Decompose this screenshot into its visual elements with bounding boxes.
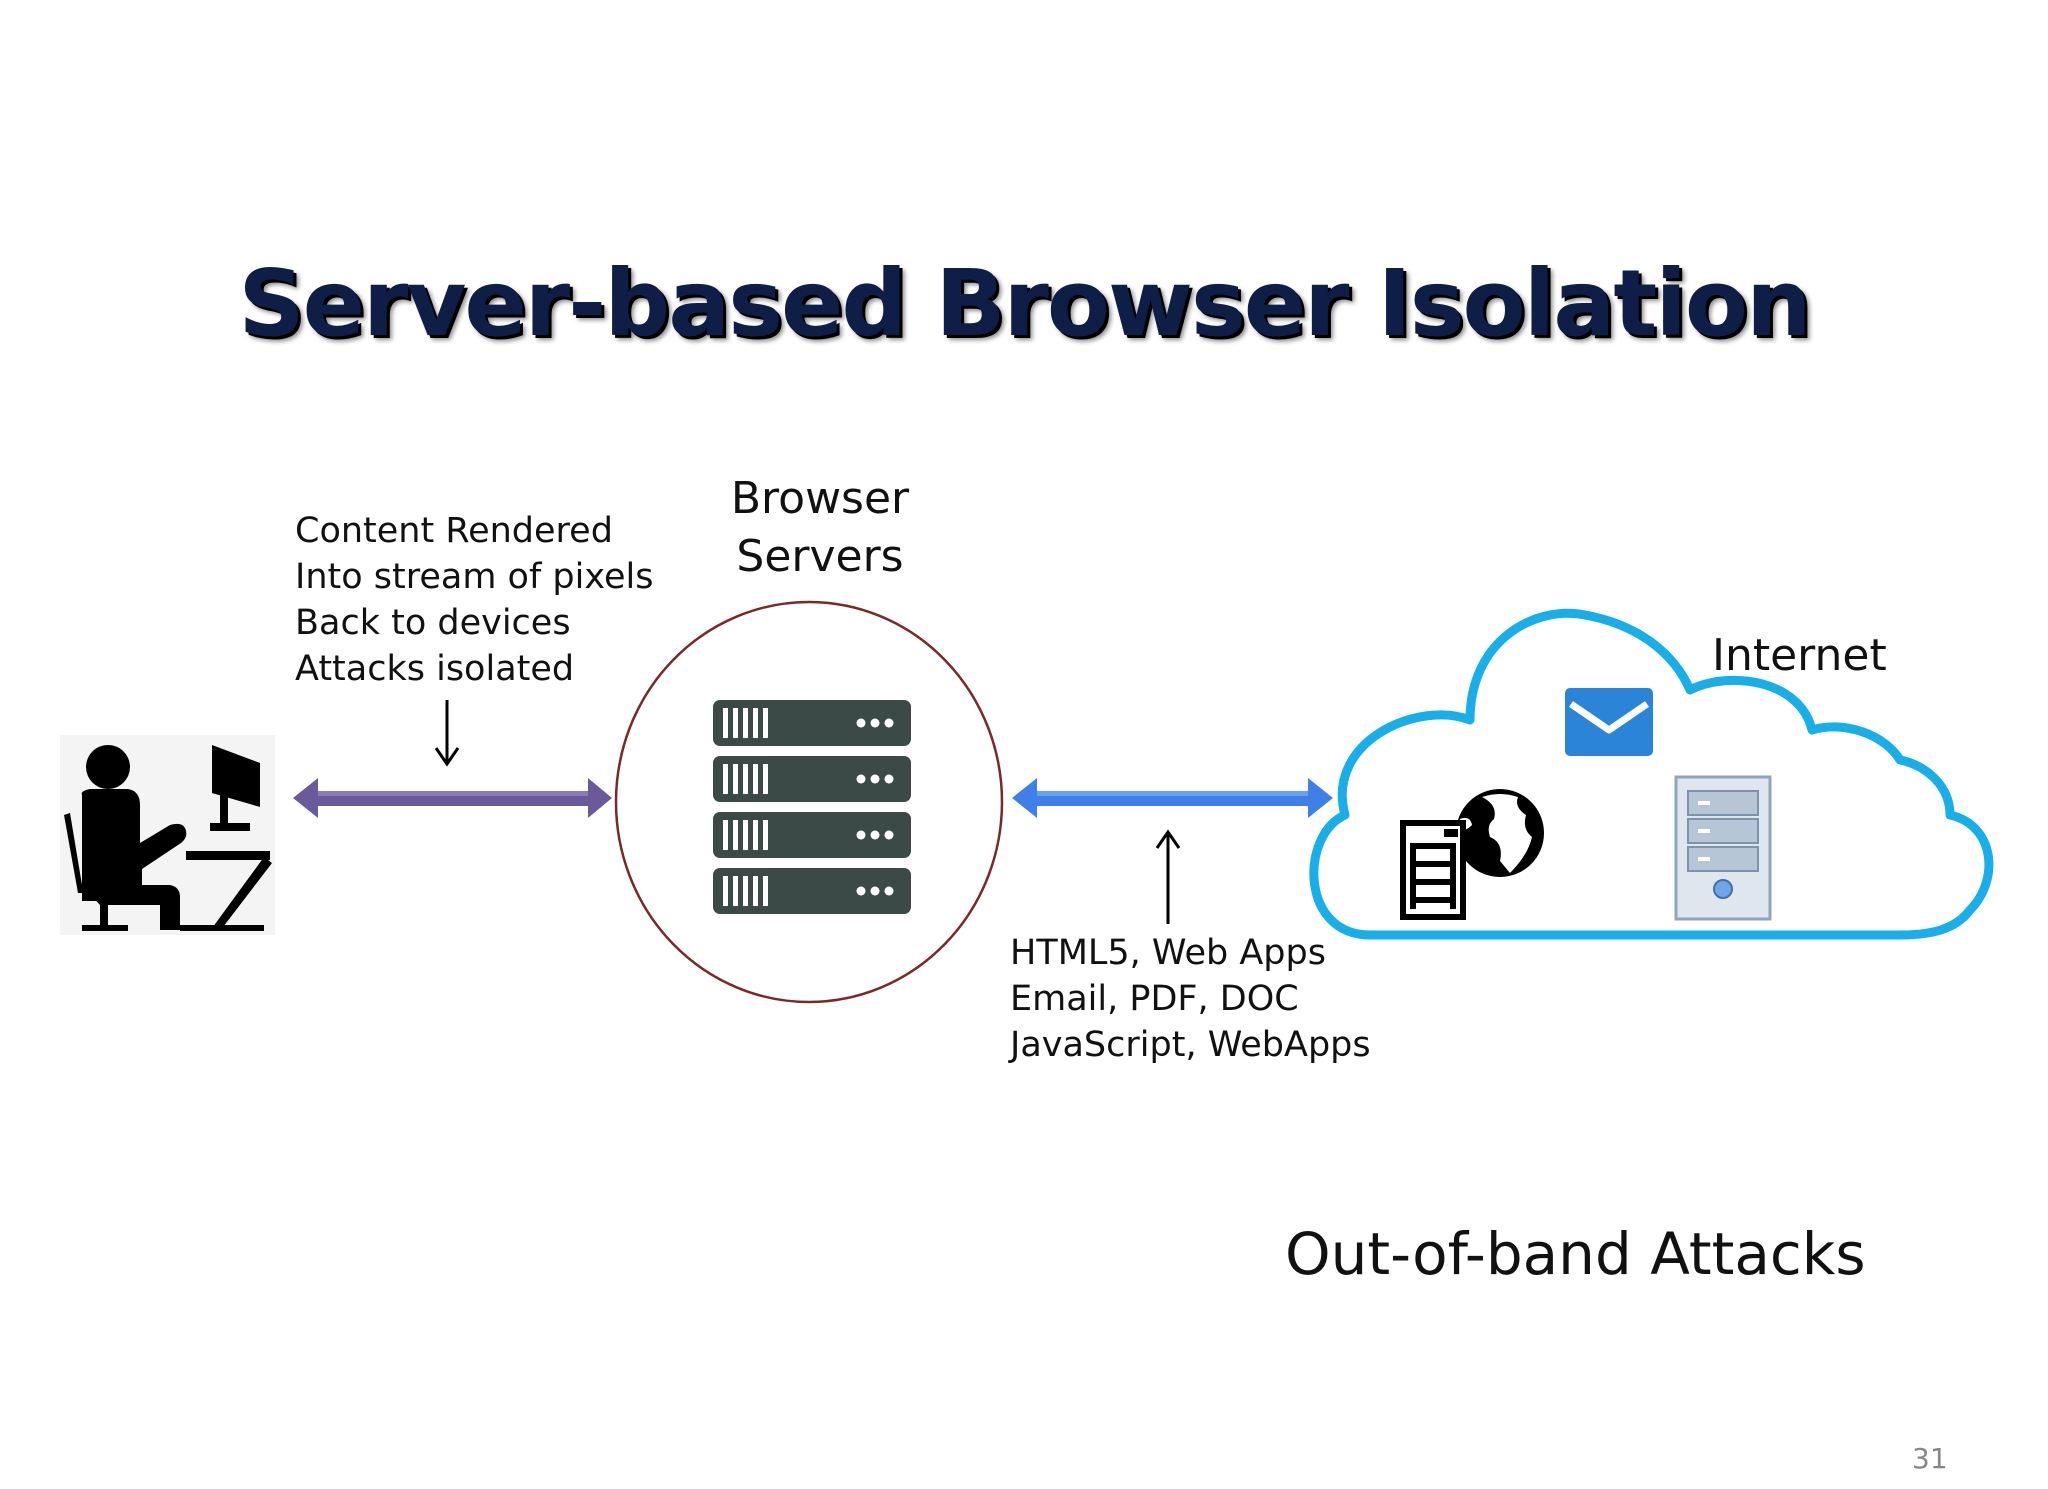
tower-server-icon bbox=[1674, 775, 1772, 921]
left-notes: Content Rendered Into stream of pixels B… bbox=[295, 508, 653, 692]
out-of-band-attacks-label: Out-of-band Attacks bbox=[1285, 1220, 1866, 1288]
internet-label: Internet bbox=[1712, 630, 1887, 681]
left-note-line: Back to devices bbox=[295, 603, 571, 643]
page-number: 31 bbox=[1912, 1442, 1948, 1475]
down-arrow bbox=[434, 700, 460, 767]
right-notes: HTML5, Web Apps Email, PDF, DOC JavaScri… bbox=[1010, 930, 1371, 1068]
right-note-line: HTML5, Web Apps bbox=[1010, 933, 1326, 973]
globe-server-icon bbox=[1400, 789, 1544, 920]
right-double-arrow bbox=[1012, 778, 1333, 818]
right-note-line: Email, PDF, DOC bbox=[1010, 979, 1299, 1019]
left-note-line: Content Rendered bbox=[295, 511, 613, 551]
left-double-arrow bbox=[293, 778, 612, 818]
browser-servers-label-line: Browser bbox=[730, 473, 910, 524]
envelope-icon bbox=[1565, 688, 1653, 756]
slide-title: Server-based Browser Isolation bbox=[238, 250, 1811, 357]
right-note-line: JavaScript, WebApps bbox=[1010, 1025, 1371, 1065]
browser-servers-label-line: Servers bbox=[736, 531, 904, 582]
browser-servers-label: Browser Servers bbox=[700, 470, 940, 586]
left-note-line: Attacks isolated bbox=[295, 649, 575, 689]
person-at-computer-icon bbox=[60, 735, 275, 935]
up-arrow bbox=[1155, 829, 1181, 924]
server-rack-icon bbox=[713, 700, 911, 914]
left-note-line: Into stream of pixels bbox=[295, 557, 654, 597]
